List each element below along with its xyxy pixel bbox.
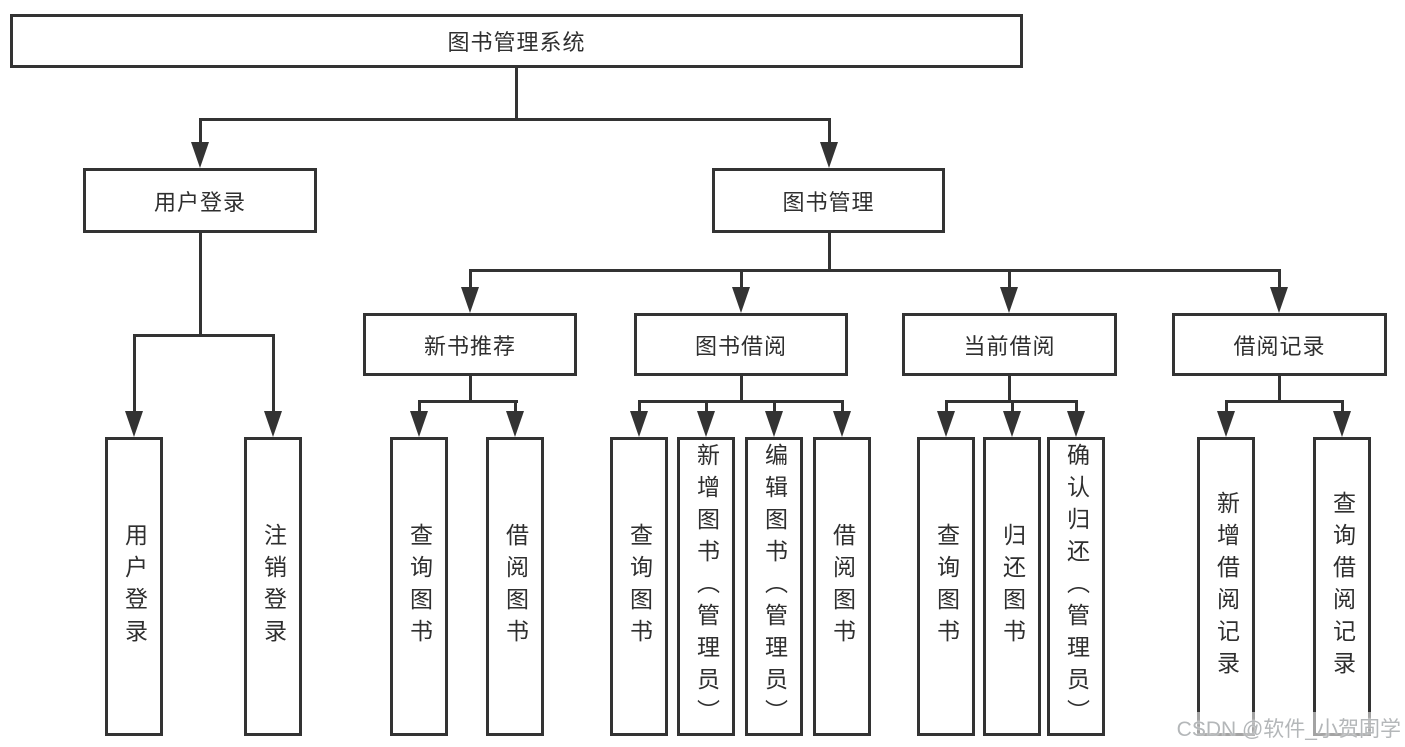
line (514, 403, 517, 413)
node-book-management-label: 图书管理 (782, 189, 875, 215)
leaf-query-books-current-label: 查询图书 (933, 522, 960, 651)
line (133, 337, 136, 413)
node-current-borrow: 当前借阅 (902, 313, 1117, 376)
node-book-management: 图书管理 (712, 168, 945, 233)
leaf-return-book: 归还图书 (983, 437, 1041, 736)
line (133, 334, 275, 337)
arrow-down-icon (125, 411, 143, 437)
leaf-query-books-current: 查询图书 (917, 437, 975, 736)
node-new-book-recommend-label: 新书推荐 (423, 333, 516, 359)
line (469, 272, 472, 289)
arrow-down-icon (697, 411, 715, 437)
leaf-add-book-admin: 新增图书（管理员） (677, 437, 735, 736)
line (773, 403, 776, 413)
line (740, 376, 743, 402)
leaf-add-book-admin-label: 新增图书（管理员） (693, 442, 720, 731)
leaf-query-books-recommend: 查询图书 (390, 437, 448, 736)
line (1011, 403, 1014, 413)
node-current-borrow-label: 当前借阅 (963, 333, 1056, 359)
line (272, 337, 275, 413)
line (199, 233, 202, 336)
line (1341, 403, 1344, 413)
arrow-down-icon (1217, 411, 1235, 437)
node-borrow-records: 借阅记录 (1172, 313, 1387, 376)
leaf-edit-book-admin: 编辑图书（管理员） (745, 437, 803, 736)
node-root-label: 图书管理系统 (447, 30, 586, 55)
arrow-down-icon (506, 411, 524, 437)
arrow-down-icon (461, 287, 479, 313)
arrow-down-icon (630, 411, 648, 437)
leaf-confirm-return-admin: 确认归还（管理员） (1047, 437, 1105, 736)
leaf-borrow-books-recommend: 借阅图书 (486, 437, 544, 736)
leaf-user-login-label: 用户登录 (121, 522, 148, 651)
line (199, 118, 831, 121)
arrow-down-icon (937, 411, 955, 437)
line (1008, 376, 1011, 402)
leaf-borrow-books-borrow-label: 借阅图书 (829, 522, 856, 651)
line (515, 68, 518, 118)
line (828, 233, 831, 271)
line (1075, 403, 1078, 413)
leaf-borrow-books-recommend-label: 借阅图书 (502, 522, 529, 651)
arrow-down-icon (833, 411, 851, 437)
arrow-down-icon (1067, 411, 1085, 437)
leaf-query-books-borrow: 查询图书 (610, 437, 668, 736)
leaf-confirm-return-admin-label: 确认归还（管理员） (1063, 442, 1090, 731)
line (1278, 376, 1281, 402)
leaf-logout-label: 注销登录 (260, 522, 287, 651)
line (1225, 403, 1228, 413)
arrow-down-icon (820, 142, 838, 168)
line (469, 269, 1281, 272)
leaf-user-login: 用户登录 (105, 437, 163, 736)
leaf-borrow-books-borrow: 借阅图书 (813, 437, 871, 736)
line (945, 403, 948, 413)
node-book-borrow: 图书借阅 (634, 313, 848, 376)
line (638, 403, 641, 413)
arrow-down-icon (264, 411, 282, 437)
arrow-down-icon (732, 287, 750, 313)
arrow-down-icon (410, 411, 428, 437)
leaf-query-borrow-record-label: 查询借阅记录 (1329, 490, 1356, 683)
leaf-query-books-borrow-label: 查询图书 (626, 522, 653, 651)
line (418, 400, 518, 403)
line (418, 403, 421, 413)
leaf-query-borrow-record: 查询借阅记录 (1313, 437, 1371, 736)
arrow-down-icon (1003, 411, 1021, 437)
leaf-logout: 注销登录 (244, 437, 302, 736)
line (841, 403, 844, 413)
line (1278, 272, 1281, 289)
leaf-add-borrow-record: 新增借阅记录 (1197, 437, 1255, 736)
line (828, 121, 831, 143)
node-user-login: 用户登录 (83, 168, 317, 233)
csdn-watermark: CSDN @软件_小贺同学 (1173, 712, 1404, 744)
arrow-down-icon (765, 411, 783, 437)
line (705, 403, 708, 413)
line (1008, 272, 1011, 289)
node-user-login-label: 用户登录 (153, 189, 246, 215)
arrow-down-icon (1000, 287, 1018, 313)
line (945, 400, 1078, 403)
leaf-add-borrow-record-label: 新增借阅记录 (1213, 490, 1240, 683)
arrow-down-icon (1270, 287, 1288, 313)
node-book-borrow-label: 图书借阅 (694, 333, 787, 359)
leaf-query-books-recommend-label: 查询图书 (406, 522, 433, 651)
line (638, 400, 844, 403)
line (740, 272, 743, 289)
node-borrow-records-label: 借阅记录 (1233, 333, 1326, 359)
leaf-return-book-label: 归还图书 (999, 522, 1026, 651)
node-new-book-recommend: 新书推荐 (363, 313, 577, 376)
line (469, 376, 472, 402)
arrow-down-icon (1333, 411, 1351, 437)
line (199, 121, 202, 143)
arrow-down-icon (191, 142, 209, 168)
leaf-edit-book-admin-label: 编辑图书（管理员） (761, 442, 788, 731)
node-root-system: 图书管理系统 (10, 14, 1023, 68)
line (1225, 400, 1344, 403)
